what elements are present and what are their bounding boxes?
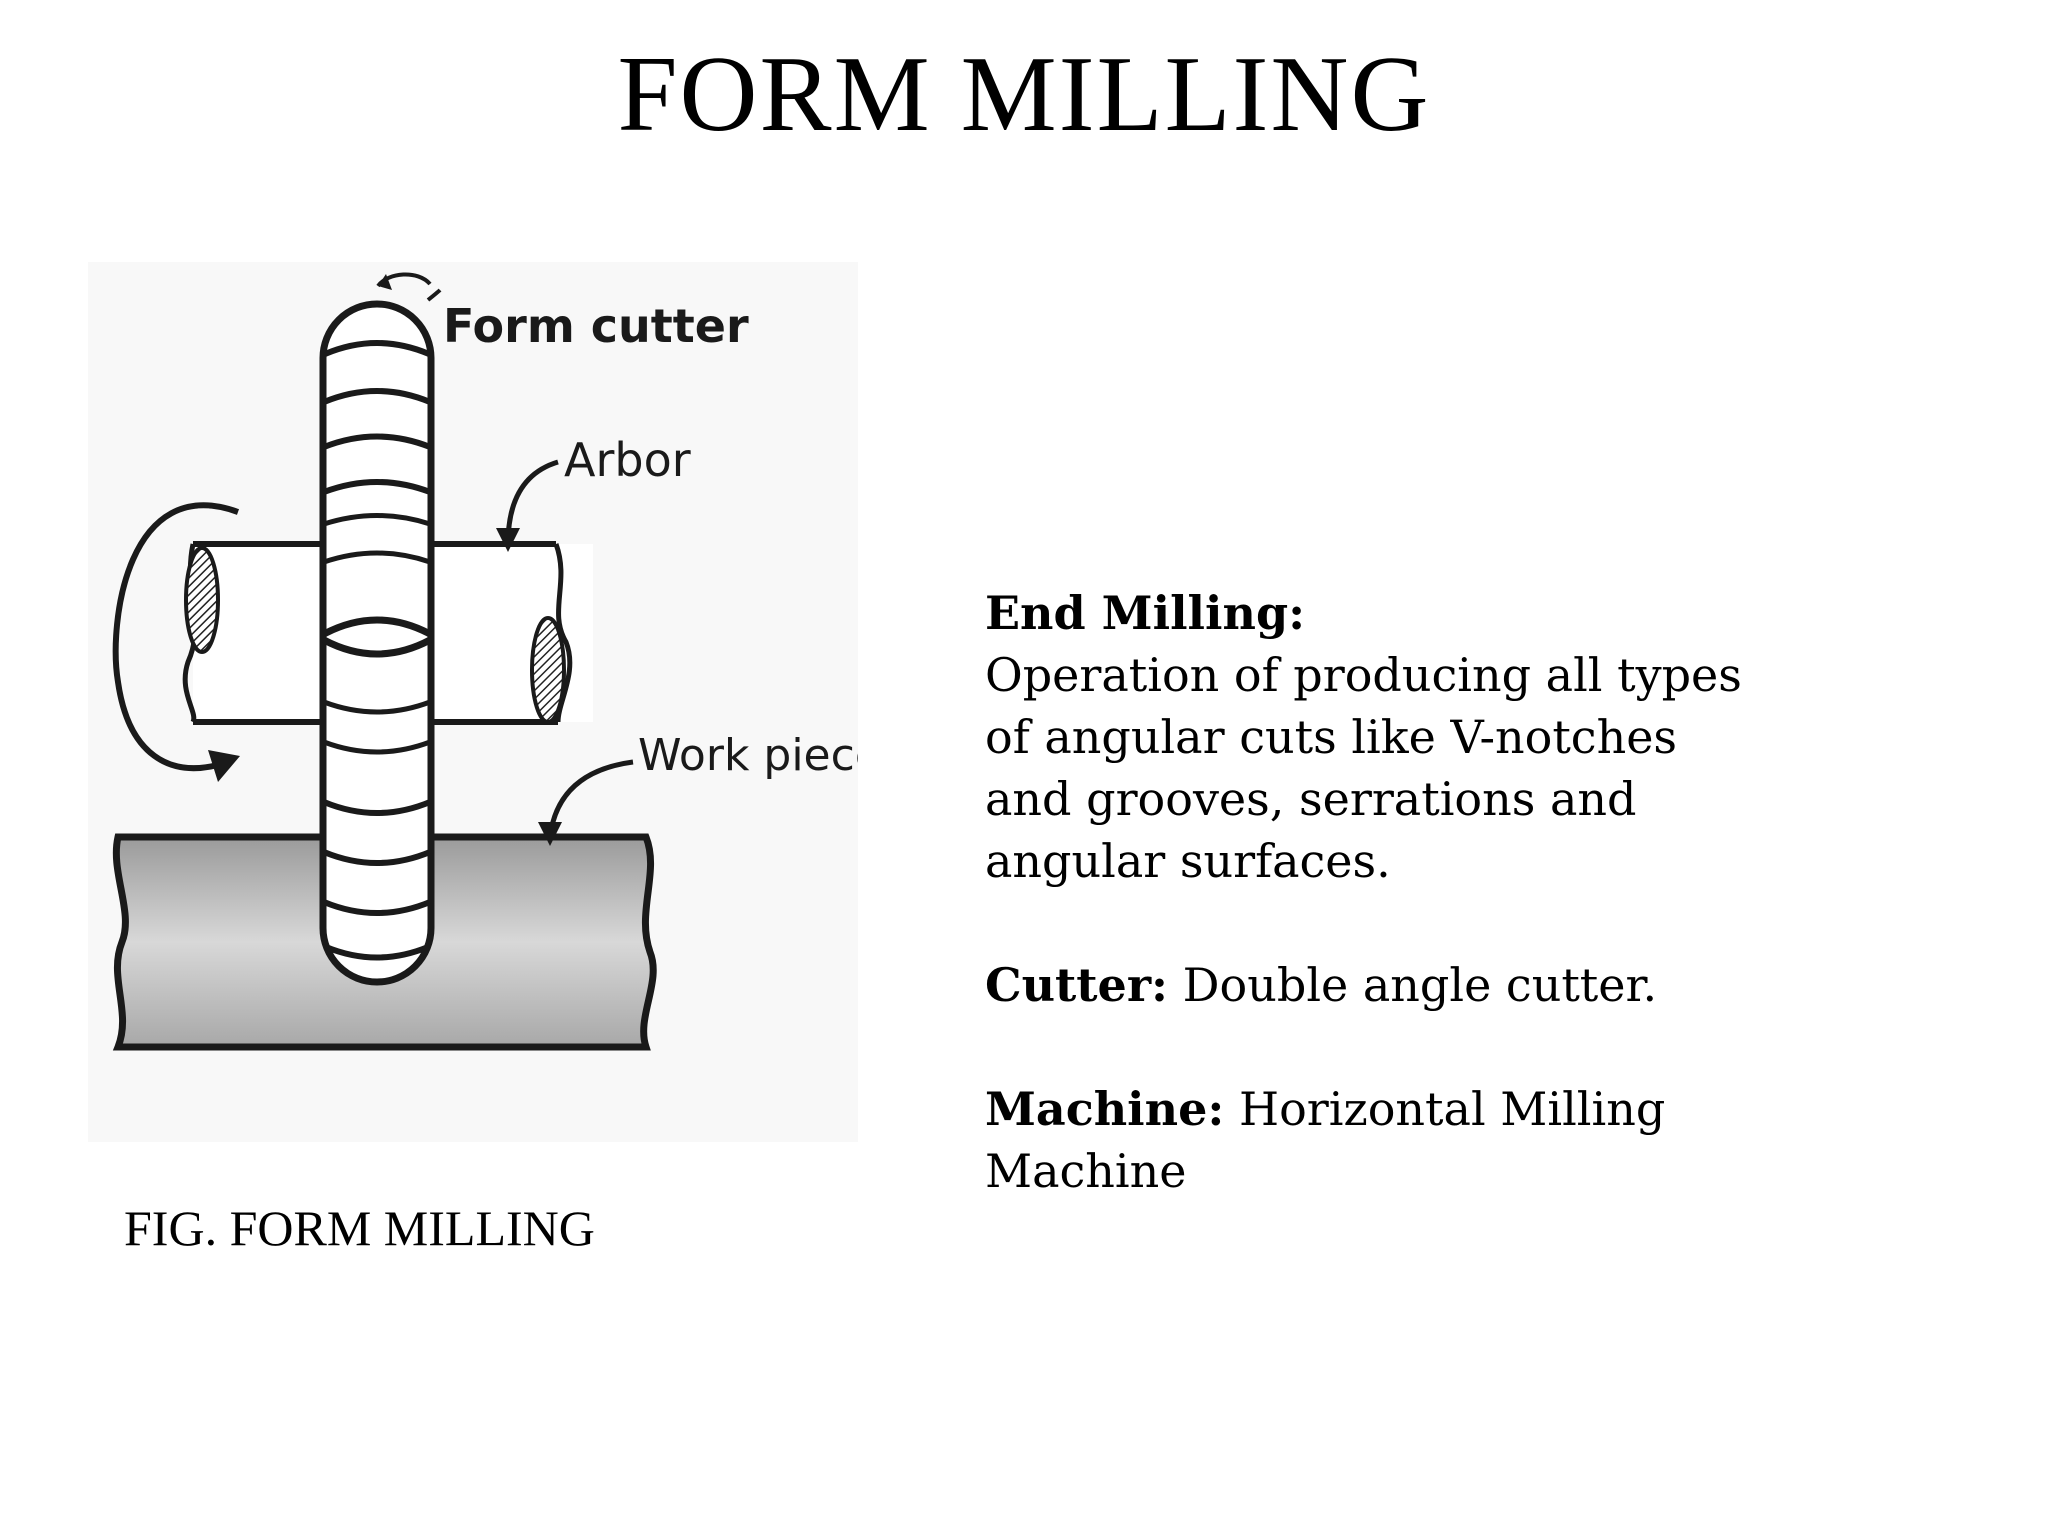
machine-value-continued: Machine bbox=[985, 1144, 1187, 1198]
figure-caption: FIG. FORM MILLING bbox=[124, 1200, 595, 1256]
machine-line: Machine: Horizontal Milling bbox=[985, 1078, 1885, 1140]
form-cutter bbox=[319, 300, 435, 986]
end-milling-line-1: Operation of producing all types bbox=[985, 648, 1742, 702]
end-milling-line-4: angular surfaces. bbox=[985, 834, 1391, 888]
machine-value: Horizontal Milling bbox=[1224, 1082, 1666, 1136]
cutter-line: Cutter: Double angle cutter. bbox=[985, 954, 1885, 1016]
end-milling-line-3: and grooves, serrations and bbox=[985, 772, 1637, 826]
cutter-value: Double angle cutter. bbox=[1168, 958, 1658, 1012]
form-cutter-label: Form cutter bbox=[443, 299, 749, 353]
description-block: End Milling: Operation of producing all … bbox=[985, 582, 1885, 1202]
form-milling-figure: Form cutter Arbor Work piece bbox=[88, 262, 858, 1142]
slide-title: FORM MILLING bbox=[617, 35, 1431, 154]
arbor-label: Arbor bbox=[564, 433, 691, 487]
rotation-arrow bbox=[112, 502, 240, 772]
cutter-label: Cutter: bbox=[985, 958, 1169, 1012]
machine-label: Machine: bbox=[985, 1082, 1225, 1136]
end-milling-heading: End Milling: bbox=[985, 586, 1306, 640]
work-piece-label: Work piece bbox=[638, 730, 858, 781]
end-milling-line-2: of angular cuts like V-notches bbox=[985, 710, 1678, 764]
